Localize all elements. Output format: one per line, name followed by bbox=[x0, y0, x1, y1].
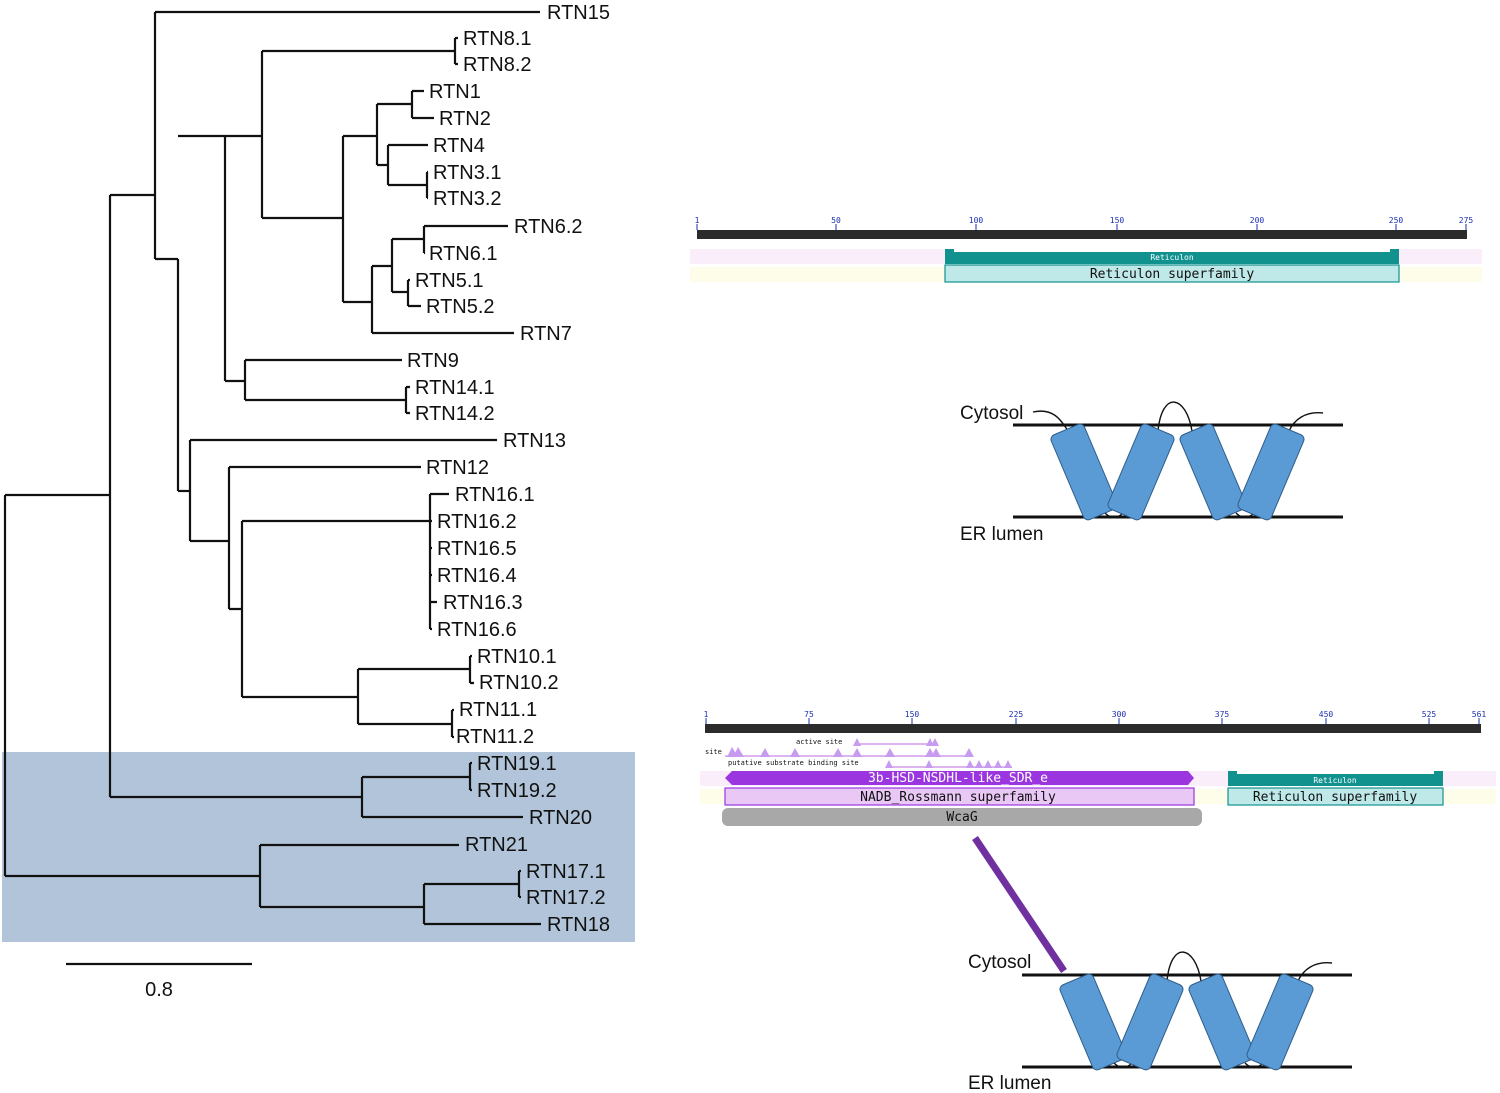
reticulon-specific-hit bbox=[945, 249, 1399, 264]
ruler-tick: 1 bbox=[695, 216, 700, 225]
ruler-tick: 300 bbox=[1112, 710, 1127, 719]
ruler-tick: 200 bbox=[1250, 216, 1265, 225]
leaf-label: RTN3.1 bbox=[433, 162, 502, 184]
ruler-tick: 225 bbox=[1009, 710, 1024, 719]
reticulon-superfamily-label: Reticulon superfamily bbox=[1253, 790, 1418, 805]
membrane-topology-2: Cytosol ER lumen bbox=[968, 951, 1352, 1093]
leaf-label: RTN4 bbox=[433, 135, 485, 157]
transmembrane-helix bbox=[1059, 973, 1127, 1071]
substrate-binding-site-label: putative substrate binding site bbox=[728, 759, 859, 767]
domain-panel-2: 1 75 150 225 300 375 450 525 561 active … bbox=[700, 710, 1496, 826]
reticulon-hit-label: Reticulon bbox=[1313, 776, 1357, 785]
leaf-label: RTN1 bbox=[429, 81, 481, 103]
ruler-tick: 100 bbox=[969, 216, 984, 225]
leaf-label: RTN3.2 bbox=[433, 188, 502, 210]
leaf-label: RTN8.1 bbox=[463, 28, 532, 50]
reticulon-specific-hit bbox=[1228, 771, 1443, 786]
rossmann-superfamily-bar bbox=[724, 787, 1195, 806]
sdr-specific-hit-label: 3b-HSD-NSDHL-like_SDR_e bbox=[868, 771, 1048, 786]
reticulon-superfamily-bar bbox=[944, 264, 1400, 283]
leaf-label: RTN11.2 bbox=[456, 726, 534, 748]
leaf-label: RTN16.2 bbox=[437, 511, 517, 533]
leaf-label: RTN10.1 bbox=[477, 646, 557, 668]
leaf-label: RTN21 bbox=[465, 834, 528, 856]
ruler-tick: 150 bbox=[905, 710, 920, 719]
leaf-label: RTN13 bbox=[503, 430, 566, 452]
sdr-specific-hit bbox=[725, 771, 1194, 785]
leaf-label: RTN16.3 bbox=[443, 592, 523, 614]
transmembrane-helix bbox=[1107, 423, 1175, 521]
leaf-label: RTN15 bbox=[547, 2, 610, 24]
leaf-label: RTN17.1 bbox=[526, 861, 606, 883]
ruler-tick: 561 bbox=[1472, 710, 1487, 719]
rossmann-superfamily-label: NADB_Rossmann superfamily bbox=[860, 790, 1056, 805]
leaf-label: RTN20 bbox=[529, 807, 592, 829]
sequence-ruler bbox=[697, 230, 1467, 239]
leaf-label: RTN11.1 bbox=[459, 699, 537, 721]
leaf-label: RTN10.2 bbox=[479, 672, 559, 694]
leaf-label: RTN16.6 bbox=[437, 619, 517, 641]
domain-panel-1: 1 50 100 150 200 250 275 Reticulon Retic… bbox=[690, 216, 1482, 283]
leaf-label: RTN8.2 bbox=[463, 54, 532, 76]
er-lumen-label: ER lumen bbox=[968, 1073, 1051, 1093]
ruler-tick: 50 bbox=[831, 216, 841, 225]
leaf-label: RTN7 bbox=[520, 323, 572, 345]
transmembrane-helix bbox=[1050, 423, 1118, 521]
leaf-label: RTN16.1 bbox=[455, 484, 535, 506]
leaf-label: RTN19.1 bbox=[477, 753, 557, 775]
ruler-tick: 375 bbox=[1215, 710, 1230, 719]
ruler-tick: 275 bbox=[1459, 216, 1474, 225]
leaf-label: RTN5.2 bbox=[426, 296, 495, 318]
leaf-label: RTN6.2 bbox=[514, 216, 583, 238]
leaf-label: RTN18 bbox=[547, 914, 610, 936]
leaf-label: RTN16.5 bbox=[437, 538, 517, 560]
membrane-topology-1: Cytosol ER lumen bbox=[960, 401, 1343, 545]
leaf-label: RTN14.2 bbox=[415, 403, 495, 425]
scale-bar-label: 0.8 bbox=[145, 979, 173, 1001]
er-lumen-label: ER lumen bbox=[960, 524, 1043, 545]
ruler-tick: 525 bbox=[1422, 710, 1437, 719]
leaf-label: RTN19.2 bbox=[477, 780, 557, 802]
ruler-tick: 450 bbox=[1319, 710, 1334, 719]
phylogenetic-tree: RTN15 RTN8.1 RTN8.2 RTN1 RTN2 RTN4 RTN3.… bbox=[3, 2, 610, 1001]
clade-highlight bbox=[2, 752, 635, 942]
transmembrane-helix bbox=[1246, 973, 1314, 1071]
wcag-label: WcaG bbox=[946, 810, 977, 825]
tree-branches bbox=[3, 10, 541, 926]
reticulon-superfamily-label: Reticulon superfamily bbox=[1090, 267, 1255, 282]
transmembrane-helix bbox=[1237, 423, 1305, 521]
transmembrane-helix bbox=[1116, 973, 1184, 1071]
transmembrane-helix bbox=[1179, 423, 1247, 521]
scale-bar: 0.8 bbox=[66, 962, 252, 1001]
sequence-ruler bbox=[705, 724, 1481, 733]
reticulon-superfamily-bar bbox=[1227, 787, 1444, 806]
reticulon-hit-label: Reticulon bbox=[1150, 253, 1194, 262]
leaf-label: RTN14.1 bbox=[415, 377, 495, 399]
tree-leaf-labels: RTN15 RTN8.1 RTN8.2 RTN1 RTN2 RTN4 RTN3.… bbox=[407, 2, 610, 936]
leaf-label: RTN12 bbox=[426, 457, 489, 479]
leaf-label: RTN17.2 bbox=[526, 887, 606, 909]
transmembrane-helix bbox=[1188, 973, 1256, 1071]
leaf-label: RTN5.1 bbox=[415, 270, 484, 292]
leaf-label: RTN6.1 bbox=[429, 243, 498, 265]
wcag-multidomain-bar bbox=[722, 808, 1202, 826]
ruler-tick: 75 bbox=[804, 710, 814, 719]
cytosol-label: Cytosol bbox=[960, 403, 1023, 424]
ruler-tick: 1 bbox=[704, 710, 709, 719]
ruler-tick: 150 bbox=[1110, 216, 1125, 225]
site-label: site bbox=[705, 748, 722, 756]
active-site-label: active site bbox=[796, 738, 842, 746]
leaf-label: RTN16.4 bbox=[437, 565, 517, 587]
leaf-label: RTN2 bbox=[439, 108, 491, 130]
leaf-label: RTN9 bbox=[407, 350, 459, 372]
cytosol-label: Cytosol bbox=[968, 952, 1031, 973]
domain-link-line bbox=[972, 836, 1067, 973]
ruler-tick: 250 bbox=[1389, 216, 1404, 225]
